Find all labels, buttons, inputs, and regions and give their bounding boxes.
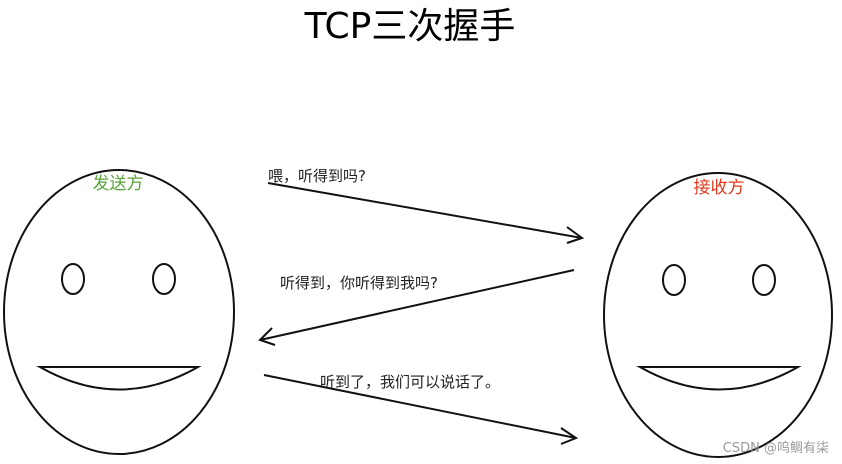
diagram-title: TCP三次握手 xyxy=(304,6,516,47)
message-1-label: 喂，听得到吗? xyxy=(268,167,366,185)
receiver-left-eye xyxy=(662,264,686,296)
sender-head xyxy=(3,169,235,455)
receiver-right-eye xyxy=(752,264,776,296)
message-1-arrowhead xyxy=(566,226,585,244)
sender-face: 发送方 xyxy=(3,169,235,455)
receiver-mouth xyxy=(636,366,802,391)
message-3-arrowhead xyxy=(560,427,579,445)
message-1-arrow xyxy=(267,182,583,239)
watermark: CSDN @呜鲷有柒 xyxy=(723,440,829,456)
message-3: 听到了，我们可以说话了。 xyxy=(263,373,579,445)
receiver-label: 接收方 xyxy=(694,178,745,198)
message-2-arrow xyxy=(259,269,575,341)
receiver-head xyxy=(603,172,833,458)
sender-left-eye xyxy=(61,263,85,295)
message-2-label: 听得到，你听得到我吗? xyxy=(280,274,438,292)
message-2-arrowhead xyxy=(258,327,276,346)
receiver-face: 接收方 xyxy=(603,172,833,458)
message-3-arrow xyxy=(263,374,577,439)
message-2: 听得到，你听得到我吗? xyxy=(258,269,575,346)
message-3-label: 听到了，我们可以说话了。 xyxy=(320,373,500,391)
message-1: 喂，听得到吗? xyxy=(267,167,585,244)
sender-right-eye xyxy=(152,263,176,295)
sender-mouth xyxy=(36,366,202,391)
sender-label: 发送方 xyxy=(93,174,144,194)
